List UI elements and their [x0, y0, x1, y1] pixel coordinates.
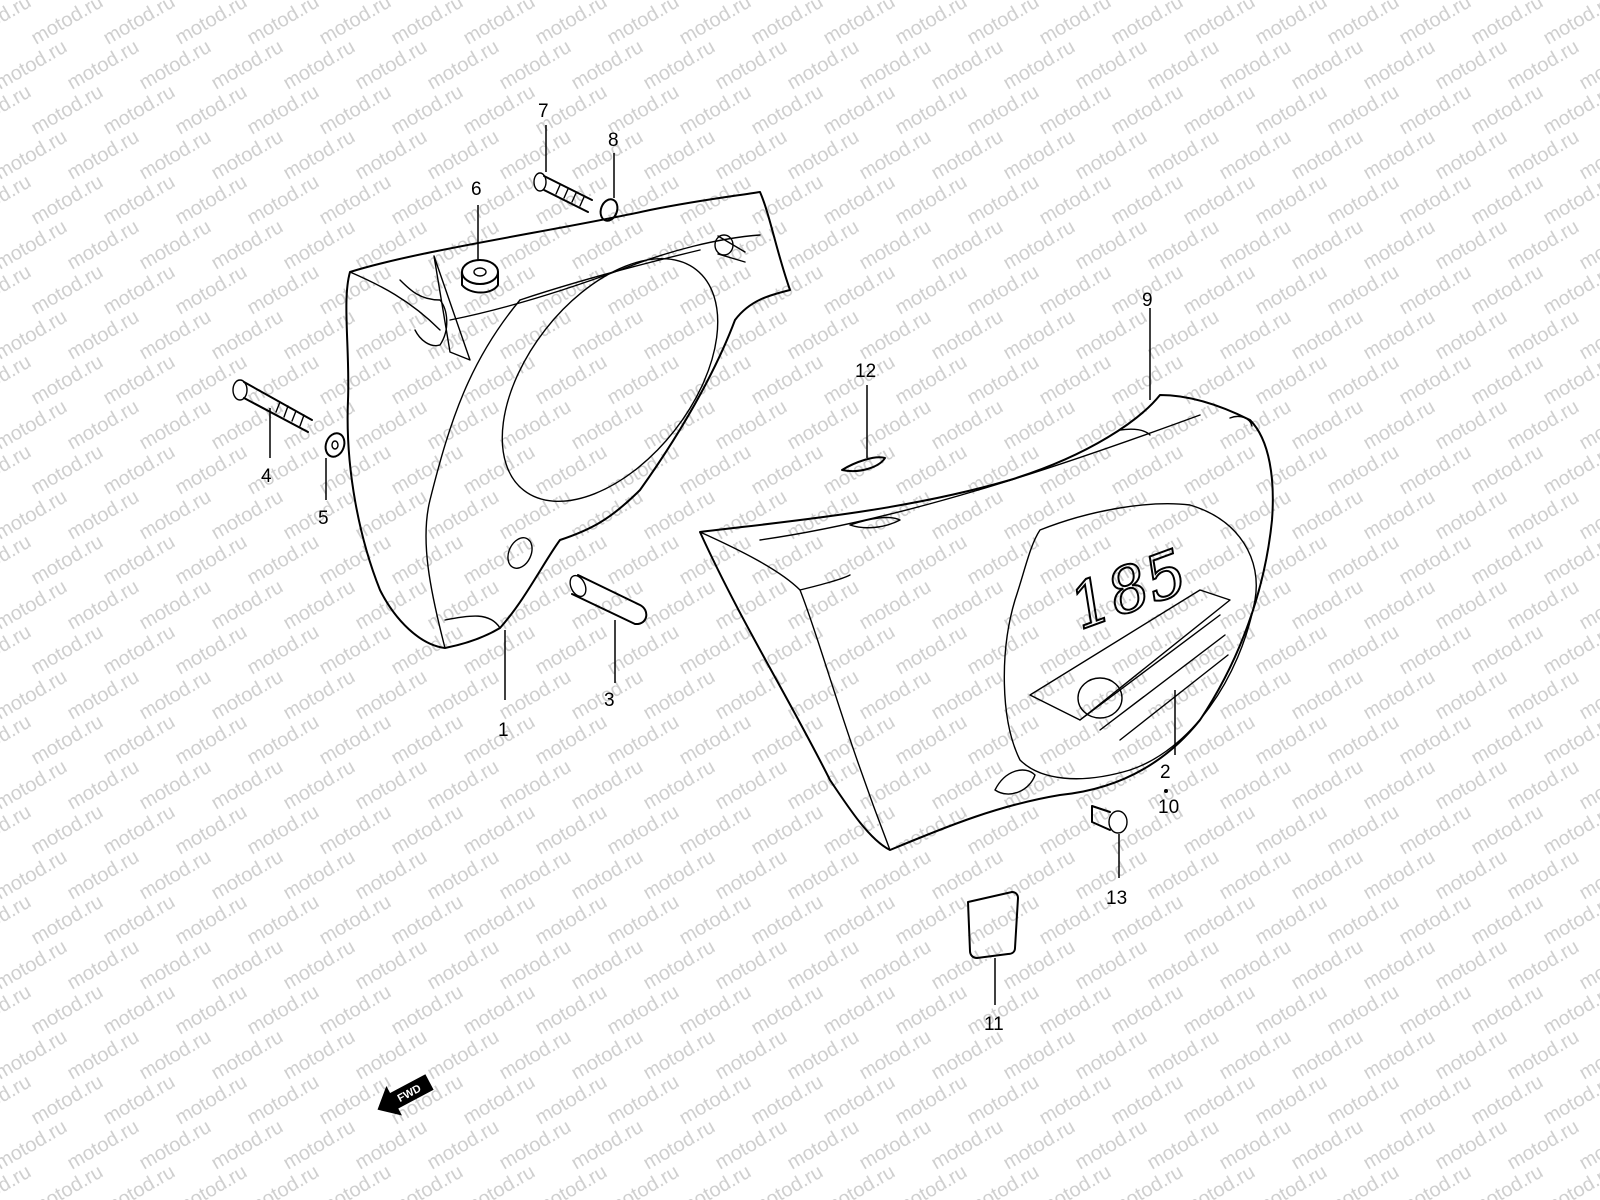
label-plate — [967, 891, 1019, 959]
screw-small — [1091, 805, 1128, 834]
callout-5: 5 — [318, 508, 329, 529]
callout-13: 13 — [1106, 888, 1127, 909]
grommet — [461, 259, 499, 294]
right-frame-cover: 185 — [699, 394, 1274, 851]
bolt-long — [232, 379, 313, 433]
callout-11: 11 — [984, 1014, 1004, 1035]
callout-1: 1 — [498, 720, 509, 741]
leader-lines — [269, 125, 1176, 1005]
left-frame-cover — [345, 191, 791, 649]
emblem-text: 185 — [1060, 535, 1196, 644]
washer-small — [599, 198, 619, 222]
fwd-arrow-icon: FWD — [377, 1074, 434, 1116]
clip-small — [841, 456, 886, 472]
callout-7: 7 — [538, 101, 549, 122]
callout-9: 9 — [1142, 290, 1153, 311]
callout-2: 2 — [1160, 762, 1171, 783]
watermark-text: motod.ru — [1576, 0, 1600, 4]
screw — [533, 172, 593, 213]
callout-6: 6 — [471, 179, 482, 200]
callout-3: 3 — [604, 690, 615, 711]
callout-10: 10 — [1158, 797, 1179, 818]
callouts: 1 2 3 4 5 6 7 8 9 10 11 12 13 — [261, 101, 1179, 1035]
dot-10 — [1164, 789, 1168, 793]
washer-left — [324, 432, 346, 458]
callout-4: 4 — [261, 466, 272, 487]
callout-8: 8 — [608, 130, 619, 151]
callout-12: 12 — [855, 361, 876, 382]
cushion-pin — [569, 574, 648, 626]
